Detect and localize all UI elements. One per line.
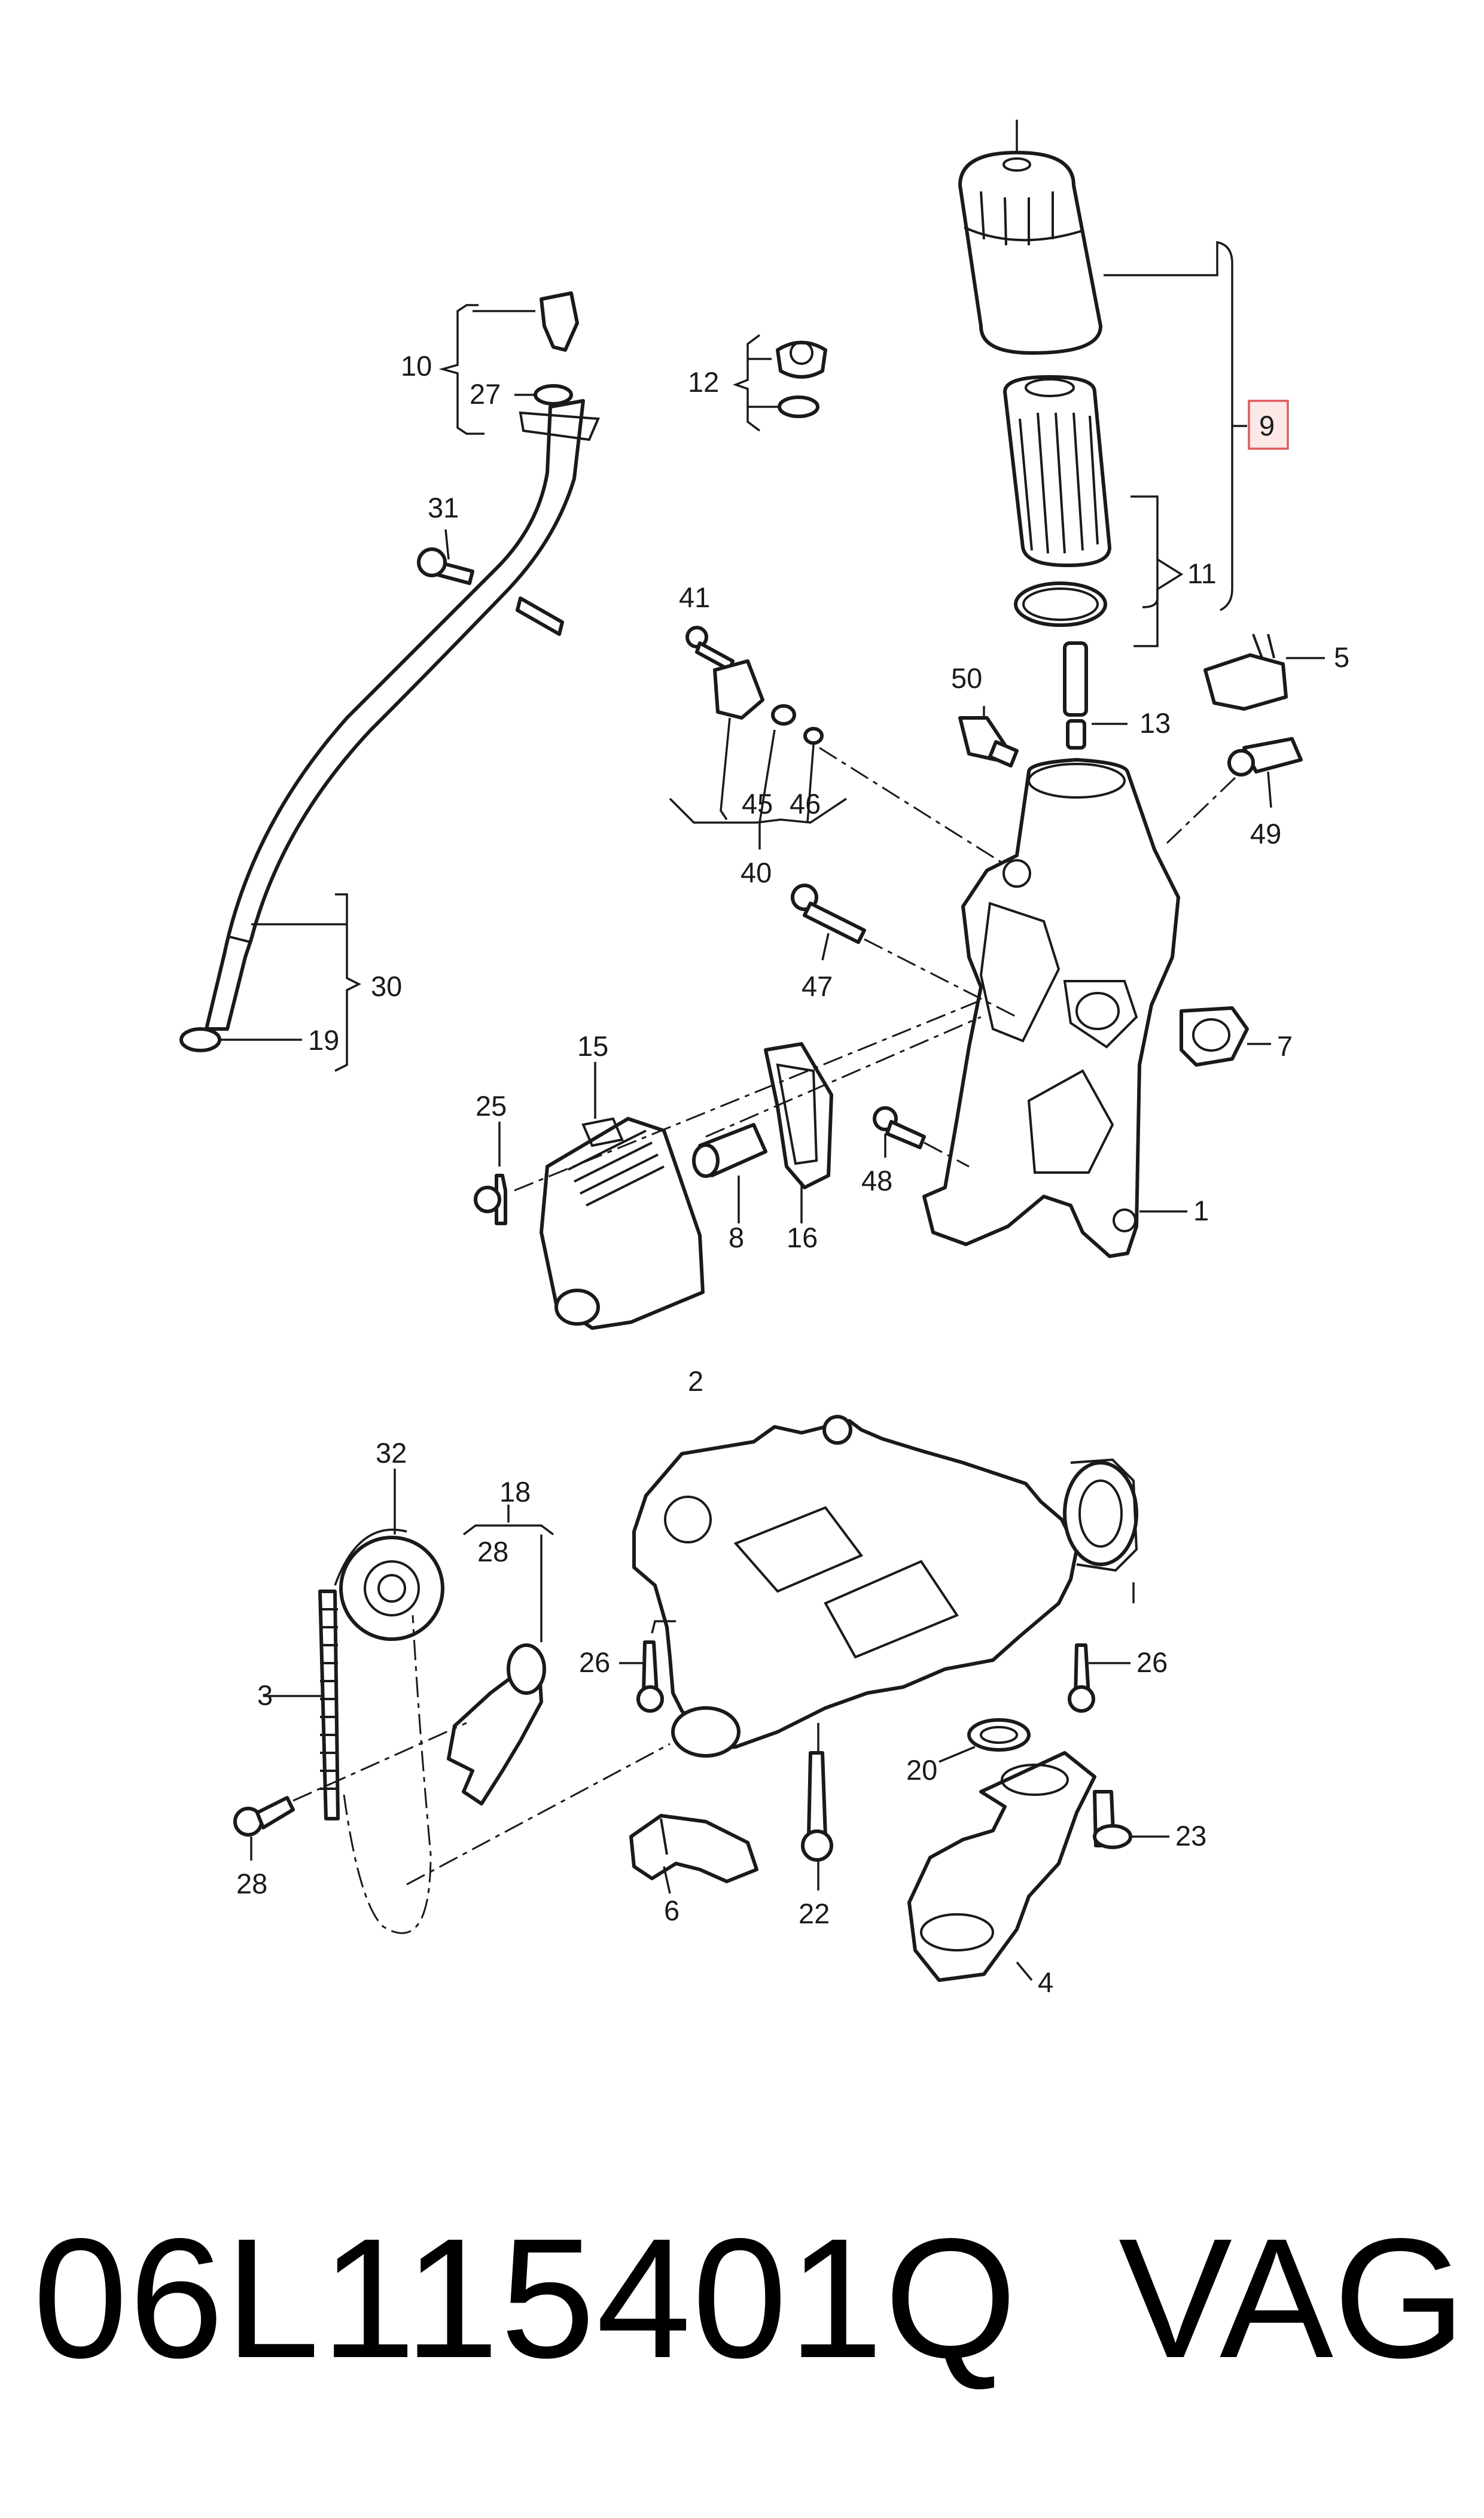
- oil-pickup-pipe-4: [907, 1751, 1096, 1982]
- bolt-23: [1093, 1790, 1132, 1849]
- oil-filter-housing-cap: [958, 120, 1102, 355]
- pressure-valve-13: [1063, 641, 1088, 750]
- callout-40: 40: [741, 857, 772, 888]
- dipstick-tube: [205, 399, 600, 1031]
- oil-pressure-switch-41: [685, 626, 824, 745]
- callout-6: 6: [664, 1895, 679, 1926]
- oil-filter-element: [1003, 375, 1111, 627]
- oil-filter-housing-1: [922, 758, 1180, 1258]
- callout-19: 19: [308, 1024, 339, 1056]
- callout-30: 30: [371, 970, 402, 1002]
- callout-49: 49: [1250, 818, 1281, 850]
- callout-10: 10: [401, 350, 432, 382]
- callout-23: 23: [1175, 1820, 1206, 1852]
- callout-50: 50: [951, 662, 982, 694]
- bolt-47: [791, 884, 866, 944]
- callout-28-bottom: 28: [236, 1868, 267, 1899]
- callout-4: 4: [1038, 1966, 1053, 1998]
- callout-45: 45: [742, 788, 773, 820]
- callout-16: 16: [787, 1222, 818, 1253]
- callout-3: 3: [257, 1679, 273, 1711]
- seal-ring-19: [179, 1027, 221, 1052]
- dipstick-cap: [534, 291, 579, 406]
- callout-11: 11: [1187, 558, 1217, 589]
- callout-13: 13: [1139, 707, 1171, 739]
- oil-filler-cap: [776, 340, 827, 418]
- drive-chain-3: [318, 1529, 407, 1820]
- callout-25: 25: [476, 1090, 507, 1122]
- callout-27: 27: [470, 378, 501, 410]
- valve-8: [692, 1123, 767, 1178]
- crank-sprocket-32: [339, 1536, 444, 1641]
- pump-drive-sprocket: [1063, 1458, 1138, 1572]
- callout-9: 9: [1259, 410, 1275, 442]
- part-number: 06L115401Q: [33, 2203, 1019, 2394]
- callout-47: 47: [802, 970, 833, 1002]
- bolt-22: [801, 1751, 833, 1862]
- callout-12: 12: [688, 366, 719, 398]
- callout-41: 41: [679, 581, 710, 613]
- oil-pump-2: [632, 1415, 1078, 1758]
- callout-28-tensioner: 28: [477, 1536, 508, 1567]
- callout-31: 31: [428, 492, 459, 523]
- callout-32: 32: [376, 1437, 407, 1469]
- callout-1: 1: [1193, 1195, 1209, 1226]
- callout-5: 5: [1334, 641, 1349, 673]
- bolt-26-right: [1068, 1643, 1095, 1713]
- chain-tensioner-18: [447, 1643, 546, 1805]
- bolt-26-left: [636, 1640, 664, 1713]
- sensor-50: [958, 716, 1019, 768]
- callout-18: 18: [499, 1476, 531, 1508]
- callout-26-right: 26: [1136, 1646, 1168, 1678]
- oil-cooler-15: [540, 1117, 705, 1330]
- bolt-25: [474, 1174, 507, 1225]
- gasket-16: [764, 1042, 833, 1189]
- callout-26-left: 26: [579, 1646, 610, 1678]
- brand-name: VAG: [1119, 2203, 1466, 2394]
- callout-7: 7: [1277, 1030, 1293, 1062]
- gasket-7: [1180, 1006, 1249, 1067]
- callout-2: 2: [688, 1365, 703, 1397]
- callout-8: 8: [729, 1222, 744, 1253]
- callout-15: 15: [577, 1030, 608, 1062]
- gasket-20: [967, 1718, 1031, 1752]
- callout-46: 46: [790, 788, 821, 820]
- callout-48: 48: [861, 1165, 892, 1196]
- callout-9-highlight: [1248, 400, 1289, 450]
- bracket-6: [629, 1814, 758, 1883]
- bolt-48: [873, 1106, 926, 1149]
- bolt-28: [233, 1796, 295, 1837]
- sensor-5: [1203, 634, 1288, 711]
- callout-22: 22: [799, 1898, 830, 1929]
- callout-20: 20: [906, 1754, 937, 1786]
- sensor-49: [1227, 737, 1303, 777]
- dipstick-bolt: [417, 547, 474, 585]
